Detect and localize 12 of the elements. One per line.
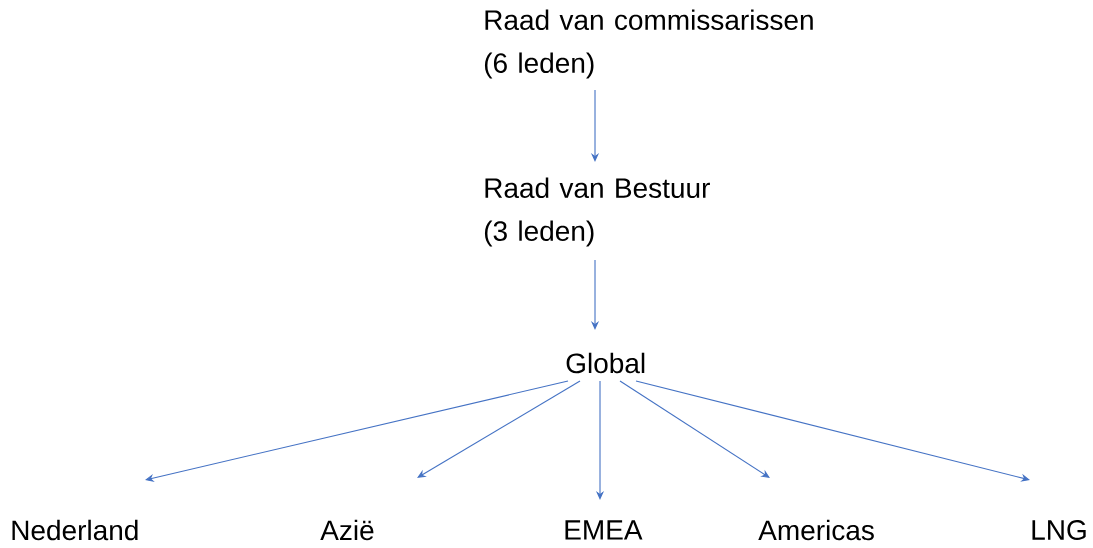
unit-label: Azië bbox=[320, 519, 374, 541]
unit-label: Global bbox=[566, 352, 645, 374]
arrow bbox=[635, 380, 1030, 482]
unit-label: EMEA bbox=[565, 520, 643, 540]
unit-label: Americas bbox=[758, 519, 874, 541]
arrow bbox=[619, 380, 770, 478]
arrow bbox=[417, 380, 581, 478]
unit-label: Raad van Bestuur (3 leden) bbox=[484, 177, 710, 247]
unit-label: Nederland bbox=[12, 519, 138, 541]
unit-label: LNG bbox=[1032, 520, 1086, 540]
arrow bbox=[145, 380, 569, 482]
unit-label: Raad van commissarissen (6 leden) bbox=[484, 9, 813, 79]
